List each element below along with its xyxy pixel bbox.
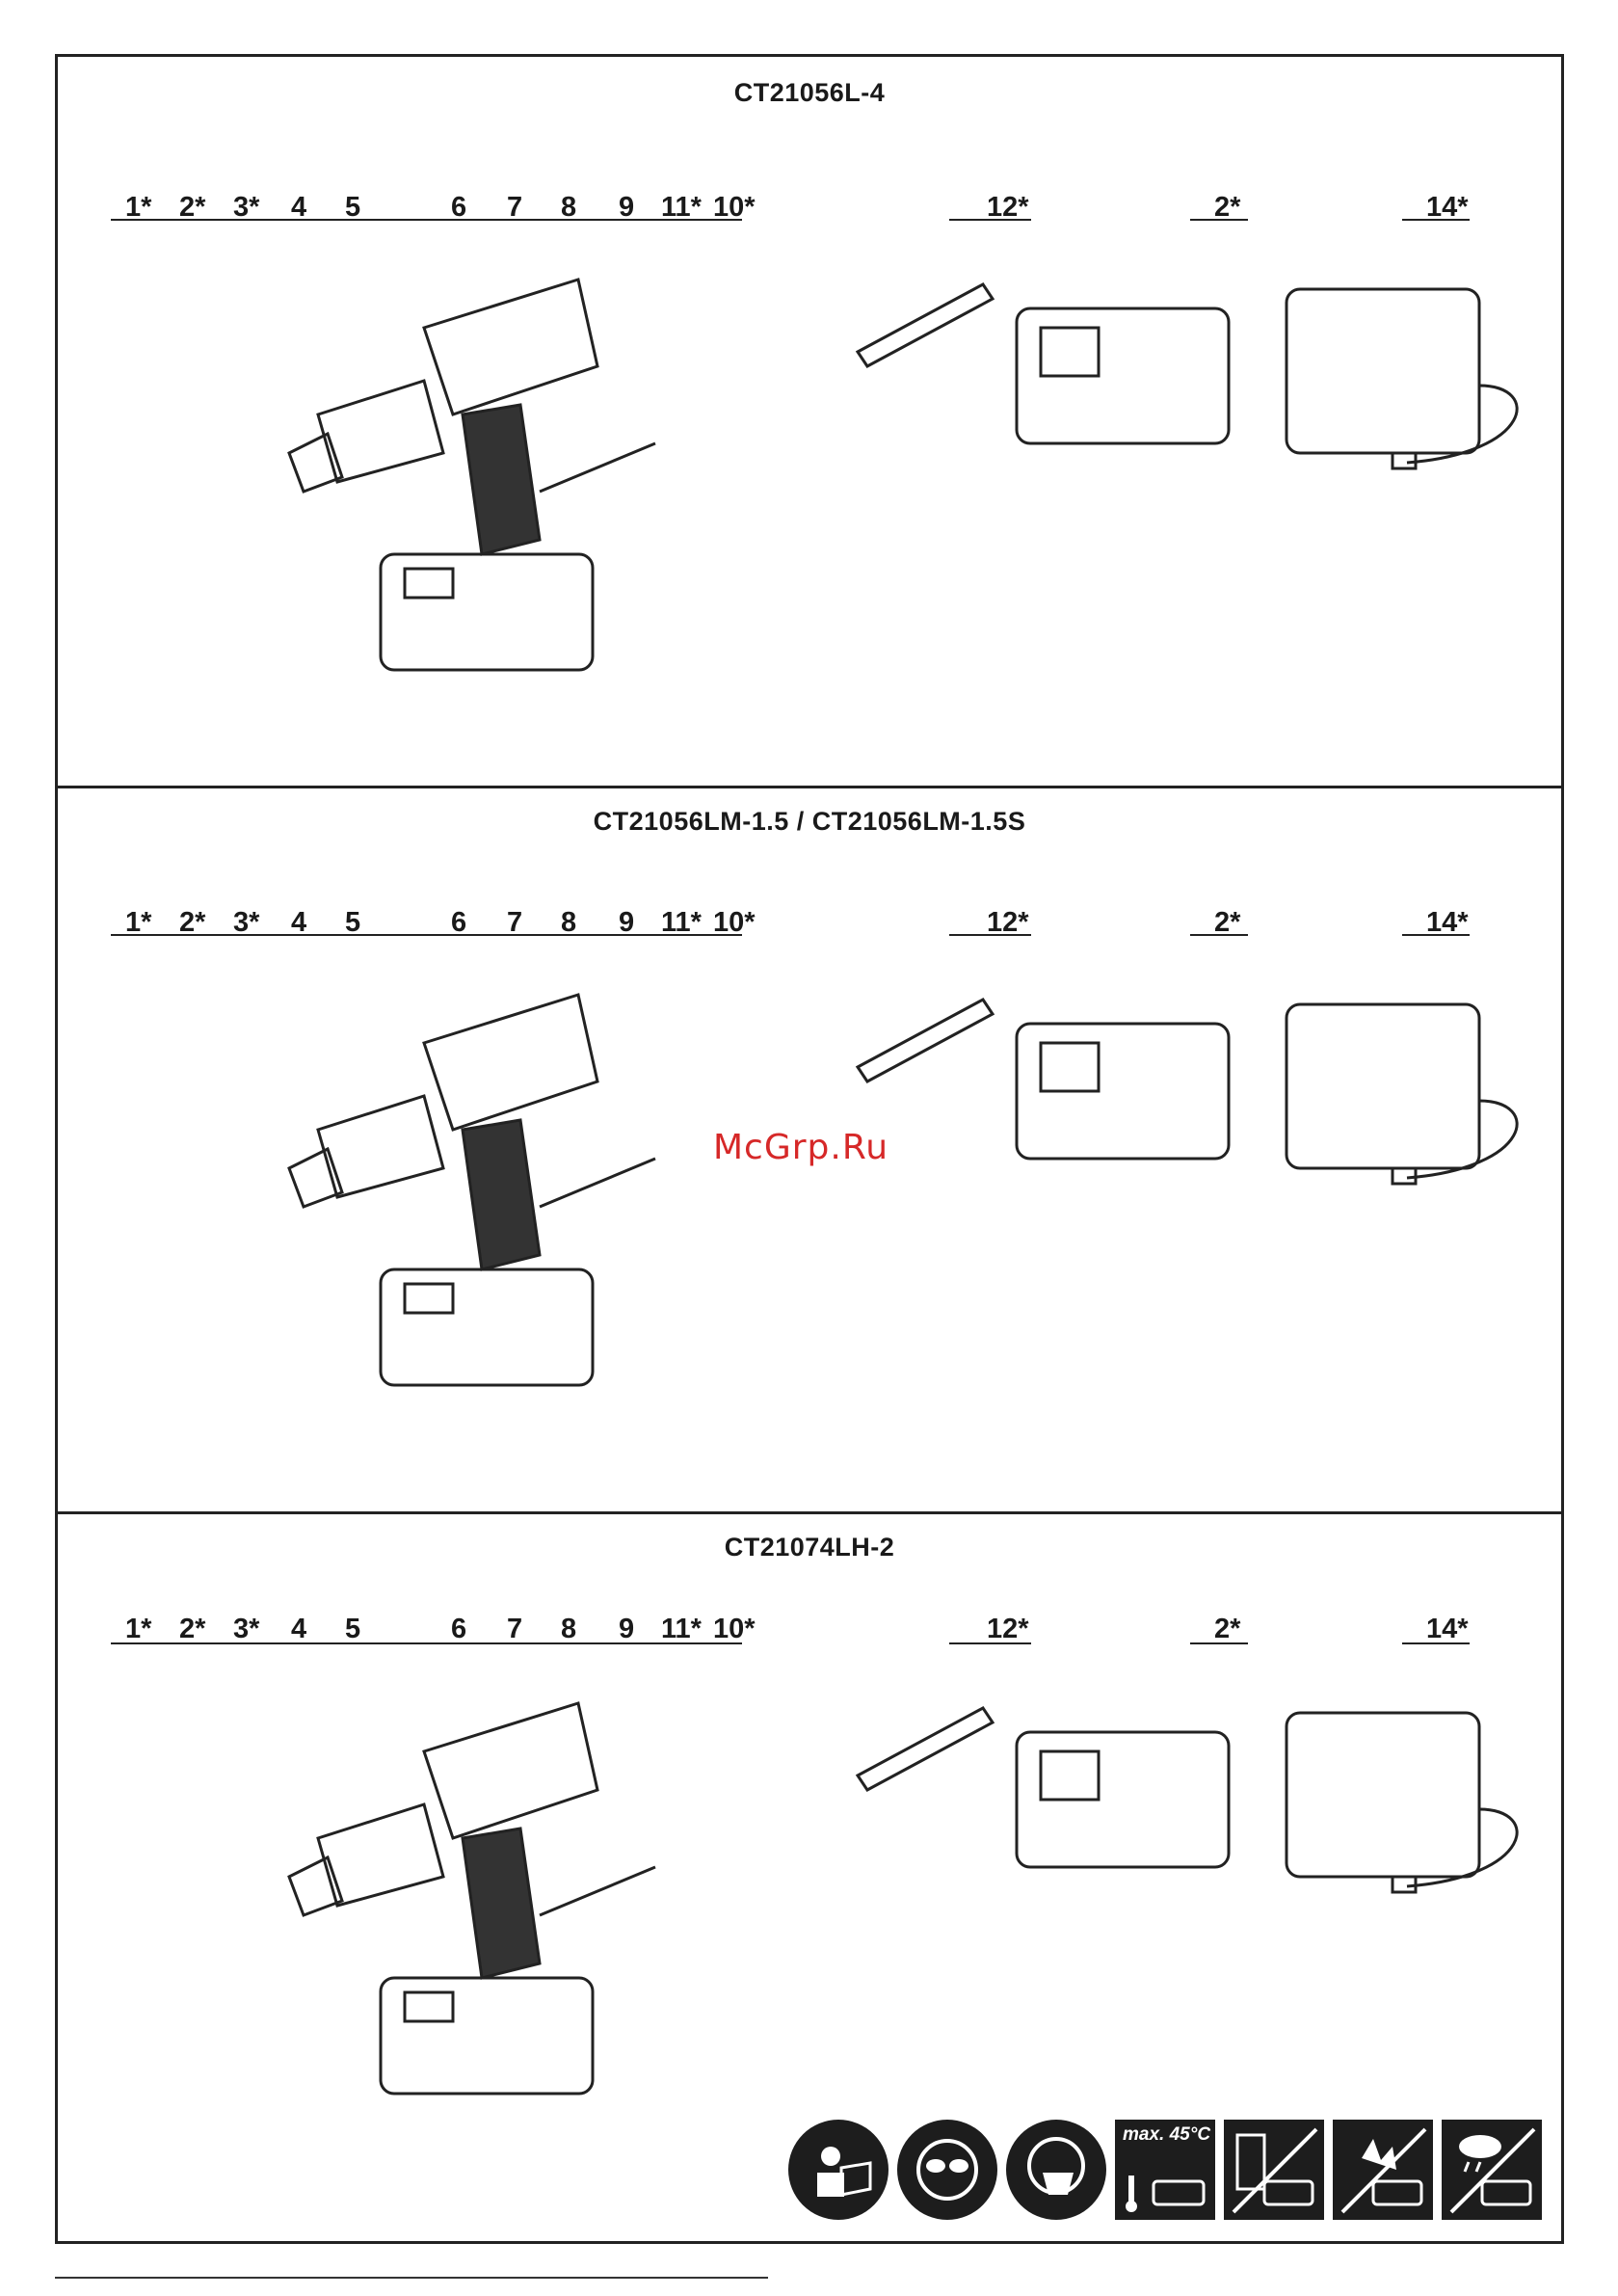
charger-cable (1407, 1101, 1517, 1178)
no-fire-battery-icon (1333, 2120, 1433, 2220)
battery-pack-button (1041, 1043, 1099, 1091)
watermark-text: McGrp.Ru (713, 1128, 889, 1167)
screwdriver-bit (858, 1708, 993, 1790)
safety-goggles-icon (897, 2120, 997, 2220)
no-rain-battery-icon (1442, 2120, 1542, 2220)
drill-handle (463, 1120, 540, 1269)
leader-lines (111, 220, 1470, 1643)
charger-plug (1393, 453, 1416, 468)
footer-rule (55, 2277, 768, 2279)
charger-cable (1407, 1809, 1517, 1886)
drill-chuck (289, 434, 342, 492)
drill-gearbox (318, 1804, 443, 1906)
read-manual-icon (788, 2120, 889, 2220)
charger (1286, 1713, 1479, 1877)
charger (1286, 289, 1479, 453)
warning-icons-row: max. 45°C (788, 2120, 1540, 2226)
drill-handle (463, 405, 540, 554)
charger-cable (1407, 386, 1517, 463)
battery-indicator (405, 1992, 453, 2021)
battery-indicator (405, 569, 453, 598)
drill-battery (381, 1978, 593, 2094)
belt-clip (540, 1159, 655, 1207)
drill-chuck (289, 1857, 342, 1915)
battery-pack-button (1041, 1751, 1099, 1800)
no-water-battery-icon (1224, 2120, 1324, 2220)
drill-gearbox (318, 381, 443, 482)
drill-battery (381, 1269, 593, 1385)
belt-clip (540, 443, 655, 492)
drill-body (424, 280, 597, 414)
charger-plug (1393, 1877, 1416, 1892)
max-temperature-battery-icon: max. 45°C (1115, 2120, 1215, 2220)
screwdriver-bit (858, 1000, 993, 1081)
dust-mask-icon (1006, 2120, 1106, 2220)
drill-handle (463, 1829, 540, 1978)
battery-indicator (405, 1284, 453, 1313)
charger (1286, 1004, 1479, 1168)
belt-clip (540, 1867, 655, 1915)
drill-gearbox (318, 1096, 443, 1197)
charger-plug (1393, 1168, 1416, 1184)
drill-body (424, 1703, 597, 1838)
battery-pack-button (1041, 328, 1099, 376)
drill-battery (381, 554, 593, 670)
drill-chuck (289, 1149, 342, 1207)
drill-body (424, 995, 597, 1130)
screwdriver-bit (858, 284, 993, 366)
